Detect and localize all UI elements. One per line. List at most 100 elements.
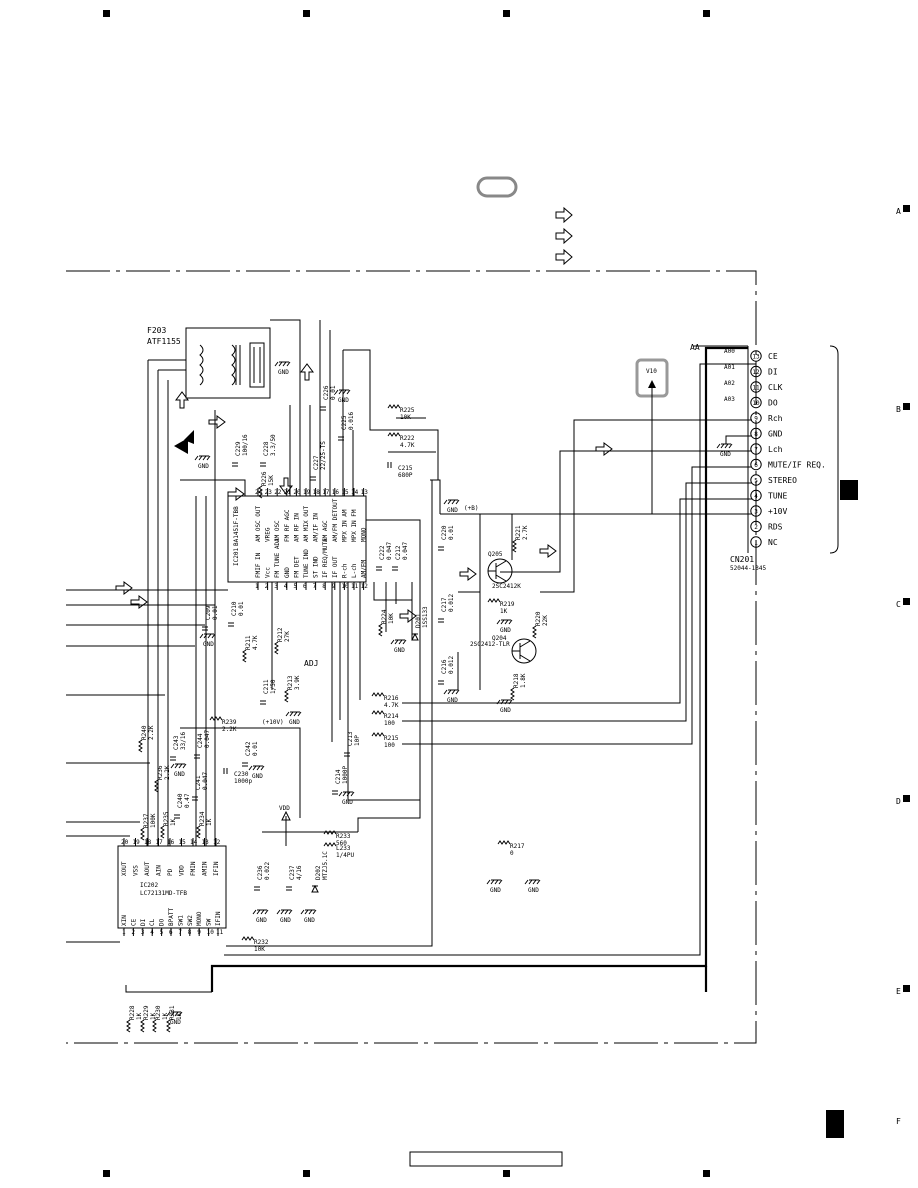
ic202: 20XOUT19VSS18AOUT17AIN16PD15VDD14FMIN13A…: [117, 838, 227, 936]
cn-pin: [750, 489, 762, 502]
component-value: 0.47: [184, 793, 191, 808]
ground-symbol: [443, 689, 460, 695]
component-ref: C209: [205, 605, 212, 620]
ic202-pin-name: CE: [130, 918, 137, 926]
ic202-pin-num: 8: [188, 929, 192, 936]
resistor-symbol: [154, 779, 159, 793]
cn-pin-signal: Rch: [768, 414, 783, 423]
ic201-pin-name: AM OSC OUT: [255, 505, 262, 542]
cn-group-label: AA: [690, 343, 700, 352]
resistor-symbol: [140, 1019, 145, 1033]
component-value: 33/16: [180, 732, 187, 750]
cn-pin-number: 6: [754, 462, 758, 469]
component-ref: R229: [143, 1005, 150, 1020]
plus10v-label: (+10V): [262, 719, 284, 726]
ic201-pin-name: L-ch: [351, 563, 358, 578]
component-ref: R228: [129, 1005, 136, 1020]
component-value: 0.047: [202, 772, 209, 790]
ic201-pin-num: 18: [313, 489, 321, 496]
component-ref: C243: [173, 735, 180, 750]
ic201-pin-num: 7: [313, 583, 317, 590]
resistor-symbol: [323, 830, 337, 835]
component-value: 4/16: [296, 865, 303, 880]
component-ref: C226: [323, 385, 330, 400]
component-value: 100: [384, 720, 395, 727]
component-value: 0.01: [252, 741, 259, 756]
component-value: 1000p: [234, 778, 252, 785]
ic202-ref: IC202: [140, 882, 158, 889]
cn-pin-signal: NC: [768, 538, 778, 547]
ic201-pin-name: AM OSC: [274, 520, 281, 542]
ic201-pin-name: FMIF IN: [255, 552, 262, 578]
gnd-label: GND: [174, 771, 185, 778]
resistor-symbol: [378, 623, 383, 637]
component-ref: R240: [141, 725, 148, 740]
ground-symbol: [199, 633, 216, 639]
ic201-pin-name: R-ch: [341, 563, 348, 578]
gnd-label: GND: [447, 507, 458, 514]
resistor-symbol: [140, 827, 145, 841]
ic201-pin-name: AM MIX OUT: [303, 505, 310, 542]
ic202-pin-num: 1: [122, 929, 126, 936]
ic202-pin-name: AIN: [156, 865, 163, 876]
component-value: 2.2K: [222, 726, 237, 733]
ic201-pin-num: 5: [293, 583, 297, 590]
component-value: 100: [384, 742, 395, 749]
ground-symbol: [496, 619, 513, 625]
ic201-pin-num: 4: [284, 583, 288, 590]
cn-pin: [750, 458, 762, 471]
component-value: 0.047: [402, 542, 409, 560]
cn-pin: [750, 412, 762, 424]
ic201-pin-name: ST IND: [313, 556, 320, 578]
component-ref: R235: [163, 811, 170, 826]
cn-pin-number: 8: [754, 431, 758, 438]
component-value: 0.012: [448, 656, 455, 674]
cn-pin-number: 2: [754, 524, 758, 531]
resistor-symbol: [487, 598, 501, 603]
component-ref: R224: [381, 609, 388, 624]
q204-part: 2SC2412-TLR: [470, 641, 510, 648]
component-ref: R225: [400, 407, 415, 414]
component-value: 1K: [170, 818, 177, 826]
component-ref: C229: [235, 441, 242, 456]
ic201-pin-num: 10: [341, 583, 349, 590]
ic201-pin-num: 3: [274, 583, 278, 590]
capacitor-symbol: [310, 476, 316, 481]
ic201-pin-num: 20: [293, 489, 301, 496]
component-ref: C210: [231, 601, 238, 616]
signal-arrows: [115, 363, 613, 623]
footer-box: [409, 1151, 563, 1167]
component-ref: C227: [313, 455, 320, 470]
ic202-pin-name: DI: [140, 918, 147, 926]
zone-label: A: [896, 207, 901, 216]
gnd-label: GND: [490, 887, 501, 894]
gnd-label: GND: [447, 697, 458, 704]
ic202-pin-num: 15: [179, 839, 187, 846]
ic201-pin-num: 2: [265, 583, 269, 590]
ic202-pin-name: CL: [149, 918, 156, 926]
capacitor-symbol: [438, 680, 444, 685]
cn-pin: [750, 505, 762, 517]
component-value: 2.2K: [164, 765, 171, 780]
resistor-symbol: [532, 625, 537, 639]
capacitor-symbol: [232, 462, 238, 467]
component-value: 22/25-TS: [320, 441, 327, 470]
